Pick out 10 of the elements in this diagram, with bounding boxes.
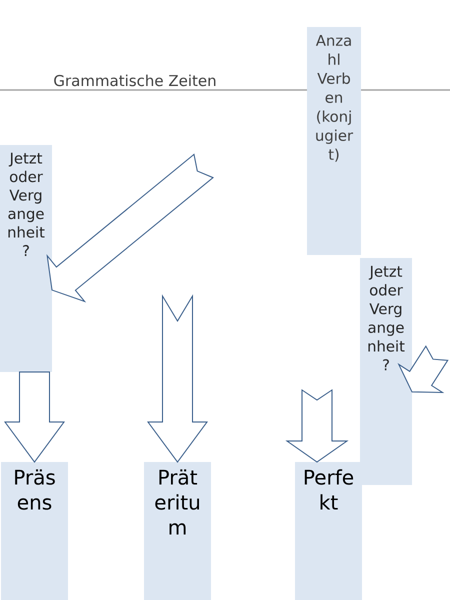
block-arrow xyxy=(285,389,349,463)
block-arrow xyxy=(4,372,65,463)
block-arrow xyxy=(147,294,208,463)
text-box: Präs ens xyxy=(1,462,68,600)
title: Grammatische Zeiten xyxy=(54,74,216,86)
text-box: Jetzt oder Verg ange nheit ? xyxy=(0,145,52,372)
text-box: Prät eritu m xyxy=(144,462,211,600)
text-box: Jetzt oder Verg ange nheit ? xyxy=(360,258,412,485)
text-box: Anza hl Verb en (konj ugier t) xyxy=(307,27,361,255)
text-box: Perfe kt xyxy=(295,462,362,600)
